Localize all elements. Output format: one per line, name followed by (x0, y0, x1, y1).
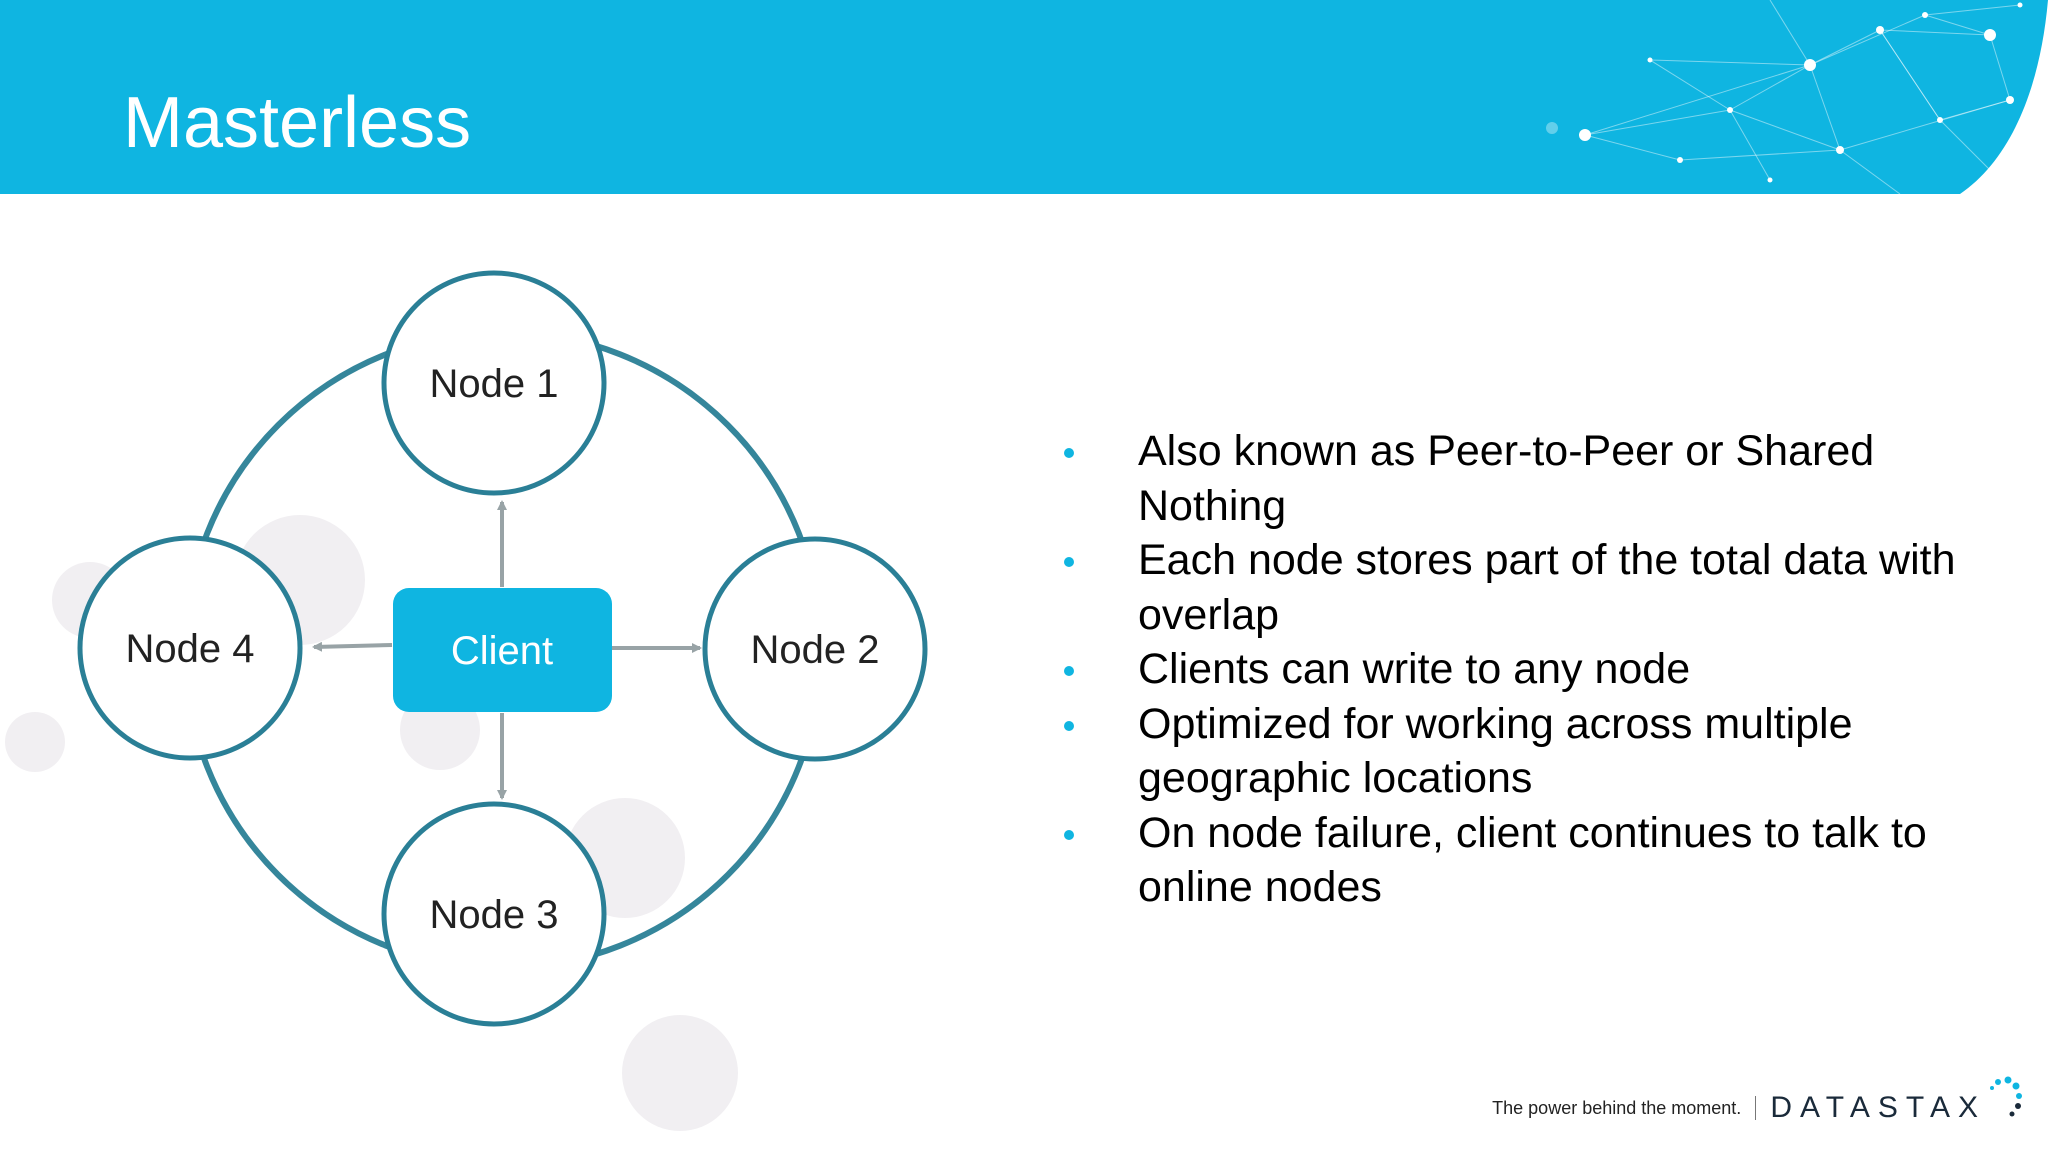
header-corner-curve (1960, 0, 2048, 194)
node-2: Node 2 (702, 536, 928, 762)
bullet-dot-icon (1064, 829, 1074, 840)
client-box: Client (393, 588, 612, 712)
node-label: Node 3 (430, 893, 559, 937)
masterless-diagram: Node 1 Node 2 Node 3 Node 4 Client (5, 270, 928, 1131)
footer-divider (1755, 1096, 1757, 1120)
node-1: Node 1 (381, 270, 607, 496)
footer-tagline: The power behind the moment. (1492, 1097, 1742, 1118)
arrow-to-node-4 (312, 641, 393, 652)
node-3: Node 3 (381, 801, 607, 1027)
node-label: Node 2 (751, 628, 880, 672)
list-item: Clients can write to any node (1054, 642, 2014, 697)
bullet-dot-icon (1064, 666, 1074, 676)
bullet-text: On node failure, client continues to tal… (1138, 808, 1927, 912)
client-label: Client (451, 629, 553, 673)
bullet-text: Each node stores part of the total data … (1138, 536, 1956, 639)
list-item: On node failure, client continues to tal… (1054, 806, 2014, 915)
bullet-list: Also known as Peer-to-Peer or Shared Not… (1054, 424, 2014, 915)
slide-footer: The power behind the moment. DATASTAX (1492, 1076, 2024, 1138)
list-item: Optimized for working across multiple ge… (1054, 697, 2014, 806)
slide-header: Masterless (0, 0, 2048, 194)
bullet-dot-icon (1064, 557, 1074, 567)
client-arrows (312, 500, 702, 800)
bullet-dot-icon (1064, 448, 1074, 458)
bullet-dot-icon (1064, 720, 1074, 731)
datastax-dots-icon (1990, 1076, 2022, 1117)
node-label: Node 4 (126, 627, 255, 671)
slide-title: Masterless (123, 83, 472, 163)
bullet-text: Clients can write to any node (1138, 645, 1691, 693)
bullet-text: Also known as Peer-to-Peer or Shared Not… (1138, 427, 1875, 530)
bullet-text: Optimized for working across multiple ge… (1138, 699, 1853, 803)
list-item: Also known as Peer-to-Peer or Shared Not… (1054, 424, 2014, 533)
node-4: Node 4 (77, 535, 303, 761)
node-label: Node 1 (430, 362, 559, 406)
brand-logo-text: DATASTAX (1770, 1091, 1986, 1124)
list-item: Each node stores part of the total data … (1054, 533, 2014, 642)
network-graphic-icon (1546, 0, 2023, 194)
